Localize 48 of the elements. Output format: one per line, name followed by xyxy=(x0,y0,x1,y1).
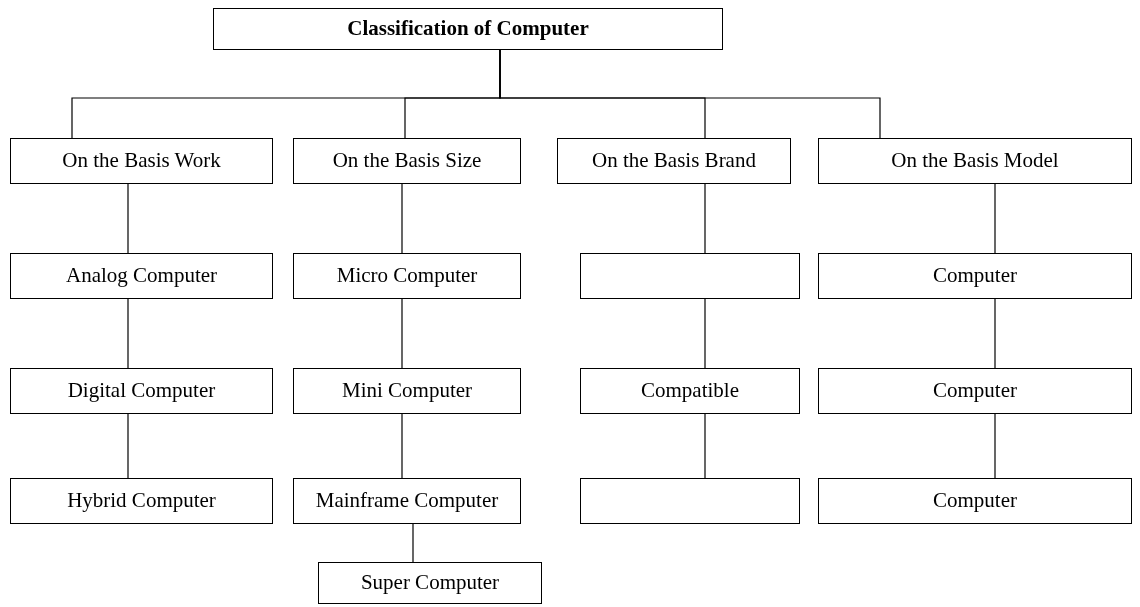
category-box xyxy=(293,368,521,414)
box-label: Mainframe Computer xyxy=(315,487,499,515)
connector-line xyxy=(499,49,881,139)
category-box xyxy=(293,138,521,184)
connector-line xyxy=(401,413,403,479)
connector-line xyxy=(412,523,414,563)
box-label: On the Basis Work xyxy=(62,147,221,175)
connector-line xyxy=(127,298,129,369)
connector-line xyxy=(994,298,996,369)
box-label: Analog Computer xyxy=(65,262,218,290)
box-label: Super Computer xyxy=(360,569,500,597)
category-box xyxy=(10,253,273,299)
category-box xyxy=(10,138,273,184)
category-box xyxy=(318,562,542,604)
box-label: On the Basis Brand xyxy=(592,147,756,175)
connector-line xyxy=(127,413,129,479)
root-label: Classification of Computer xyxy=(347,15,589,43)
connector-line xyxy=(704,298,706,369)
category-box xyxy=(818,478,1132,524)
connector-line xyxy=(994,183,996,254)
title-box xyxy=(213,8,723,50)
category-box xyxy=(818,253,1132,299)
box-label: Computer xyxy=(933,262,1017,290)
category-box xyxy=(580,253,800,299)
category-box xyxy=(10,478,273,524)
box-label: Mini Computer xyxy=(341,377,473,405)
category-box xyxy=(818,368,1132,414)
box-label: Computer xyxy=(933,487,1017,515)
category-box xyxy=(557,138,791,184)
category-box xyxy=(818,138,1132,184)
category-box xyxy=(10,368,273,414)
connector-line xyxy=(704,183,706,254)
box-label: On the Basis Model xyxy=(891,147,1059,175)
connector-line xyxy=(401,298,403,369)
category-box xyxy=(580,368,800,414)
box-label: Hybrid Computer xyxy=(67,487,216,515)
connector-line xyxy=(127,183,129,254)
connector-line xyxy=(401,183,403,254)
connector-line xyxy=(704,413,706,479)
category-box xyxy=(580,478,800,524)
box-label: Compatible xyxy=(641,377,739,405)
box-label: On the Basis Size xyxy=(332,147,482,175)
box-label: Computer xyxy=(933,377,1017,405)
connector-line xyxy=(994,413,996,479)
category-box xyxy=(293,253,521,299)
box-label: Digital Computer xyxy=(67,377,216,405)
category-box xyxy=(293,478,521,524)
box-label: Micro Computer xyxy=(336,262,478,290)
